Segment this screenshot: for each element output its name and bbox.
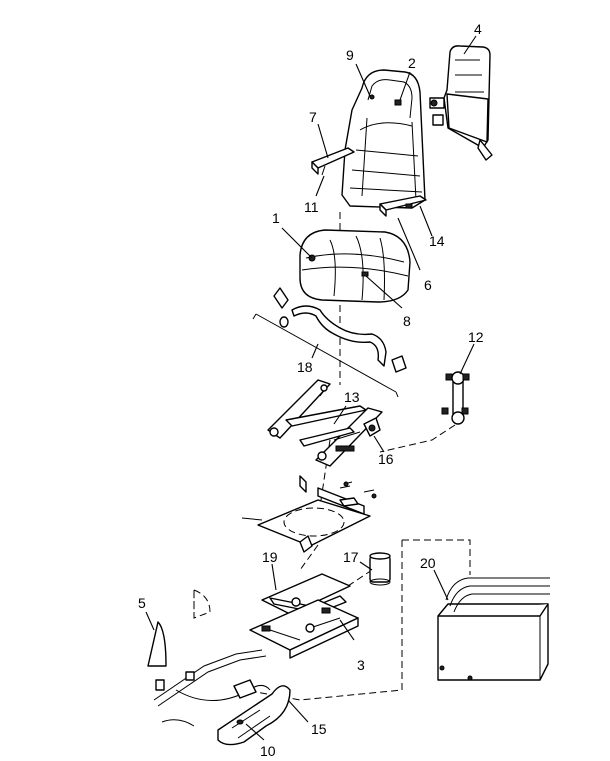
swivel-base-plate-part	[241, 475, 377, 553]
seat-cushion-part	[299, 229, 411, 303]
callout-18: 18	[297, 359, 313, 375]
callout-3: 3	[357, 657, 365, 673]
callout-1: 1	[272, 210, 280, 226]
callout-2: 2	[408, 55, 416, 71]
seat-back-part	[341, 69, 426, 209]
callout-11: 11	[304, 199, 319, 215]
air-spring-part	[369, 552, 391, 586]
cable-hose-part	[153, 649, 271, 727]
callout-14: 14	[429, 233, 445, 249]
cushion-spring-wire-part	[252, 287, 407, 398]
callout-9: 9	[346, 47, 354, 63]
callout-17: 17	[343, 549, 359, 565]
callout-8: 8	[403, 313, 411, 329]
headrest-frame-part	[429, 45, 493, 161]
storage-box-part	[437, 577, 550, 681]
callout-20: 20	[420, 555, 436, 571]
callout-4: 4	[474, 21, 482, 37]
callout-7: 7	[309, 109, 317, 125]
callout-12: 12	[468, 329, 484, 345]
callout-15: 15	[311, 721, 327, 737]
callout-5: 5	[138, 595, 146, 611]
bottom-trim-cover-part	[217, 679, 291, 746]
leader-lines	[145, 35, 477, 741]
right-armrest-part	[379, 195, 427, 217]
callout-10: 10	[260, 743, 276, 759]
callout-16: 16	[378, 451, 394, 467]
suspension-scissor-part	[249, 573, 359, 659]
left-armrest-part	[311, 147, 355, 176]
callout-labels: 1 2 3 4 5 6 7 8 9 10 11 12 13 14 15 16 1…	[138, 21, 484, 759]
callout-13: 13	[344, 389, 360, 405]
shock-absorber-part	[441, 371, 470, 425]
callout-6: 6	[424, 277, 432, 293]
callout-19: 19	[262, 549, 278, 565]
side-shield-part	[147, 589, 211, 667]
seat-slide-frame-part	[267, 379, 383, 467]
